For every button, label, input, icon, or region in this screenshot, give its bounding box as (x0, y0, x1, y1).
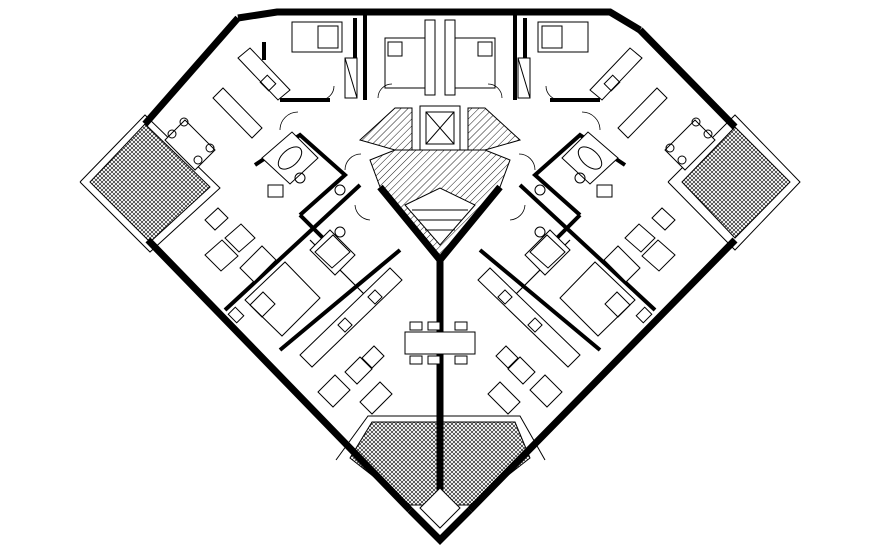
living2-left (317, 345, 393, 415)
bedroom-right (559, 261, 653, 337)
stair-core (359, 105, 521, 259)
bath-left (261, 131, 346, 198)
kitchen2-left (299, 267, 403, 368)
terrace-left (79, 114, 221, 253)
living-right (603, 207, 676, 283)
living-left (204, 207, 277, 283)
bedroom-left (227, 261, 321, 337)
kitchen-right (589, 47, 668, 139)
bedroom-top-center (384, 19, 496, 96)
bath2-left (309, 226, 356, 276)
dining-right (664, 117, 716, 171)
dining-left (164, 117, 216, 171)
kitchen-left (212, 47, 291, 139)
bath-right (534, 131, 619, 198)
bath2-right (524, 226, 571, 276)
doors (279, 83, 601, 221)
bedroom-top-right (517, 21, 589, 99)
kitchen2-right (477, 267, 581, 368)
bedroom-top-left (291, 21, 358, 99)
dining-center (404, 321, 476, 365)
living2-right (487, 345, 563, 415)
